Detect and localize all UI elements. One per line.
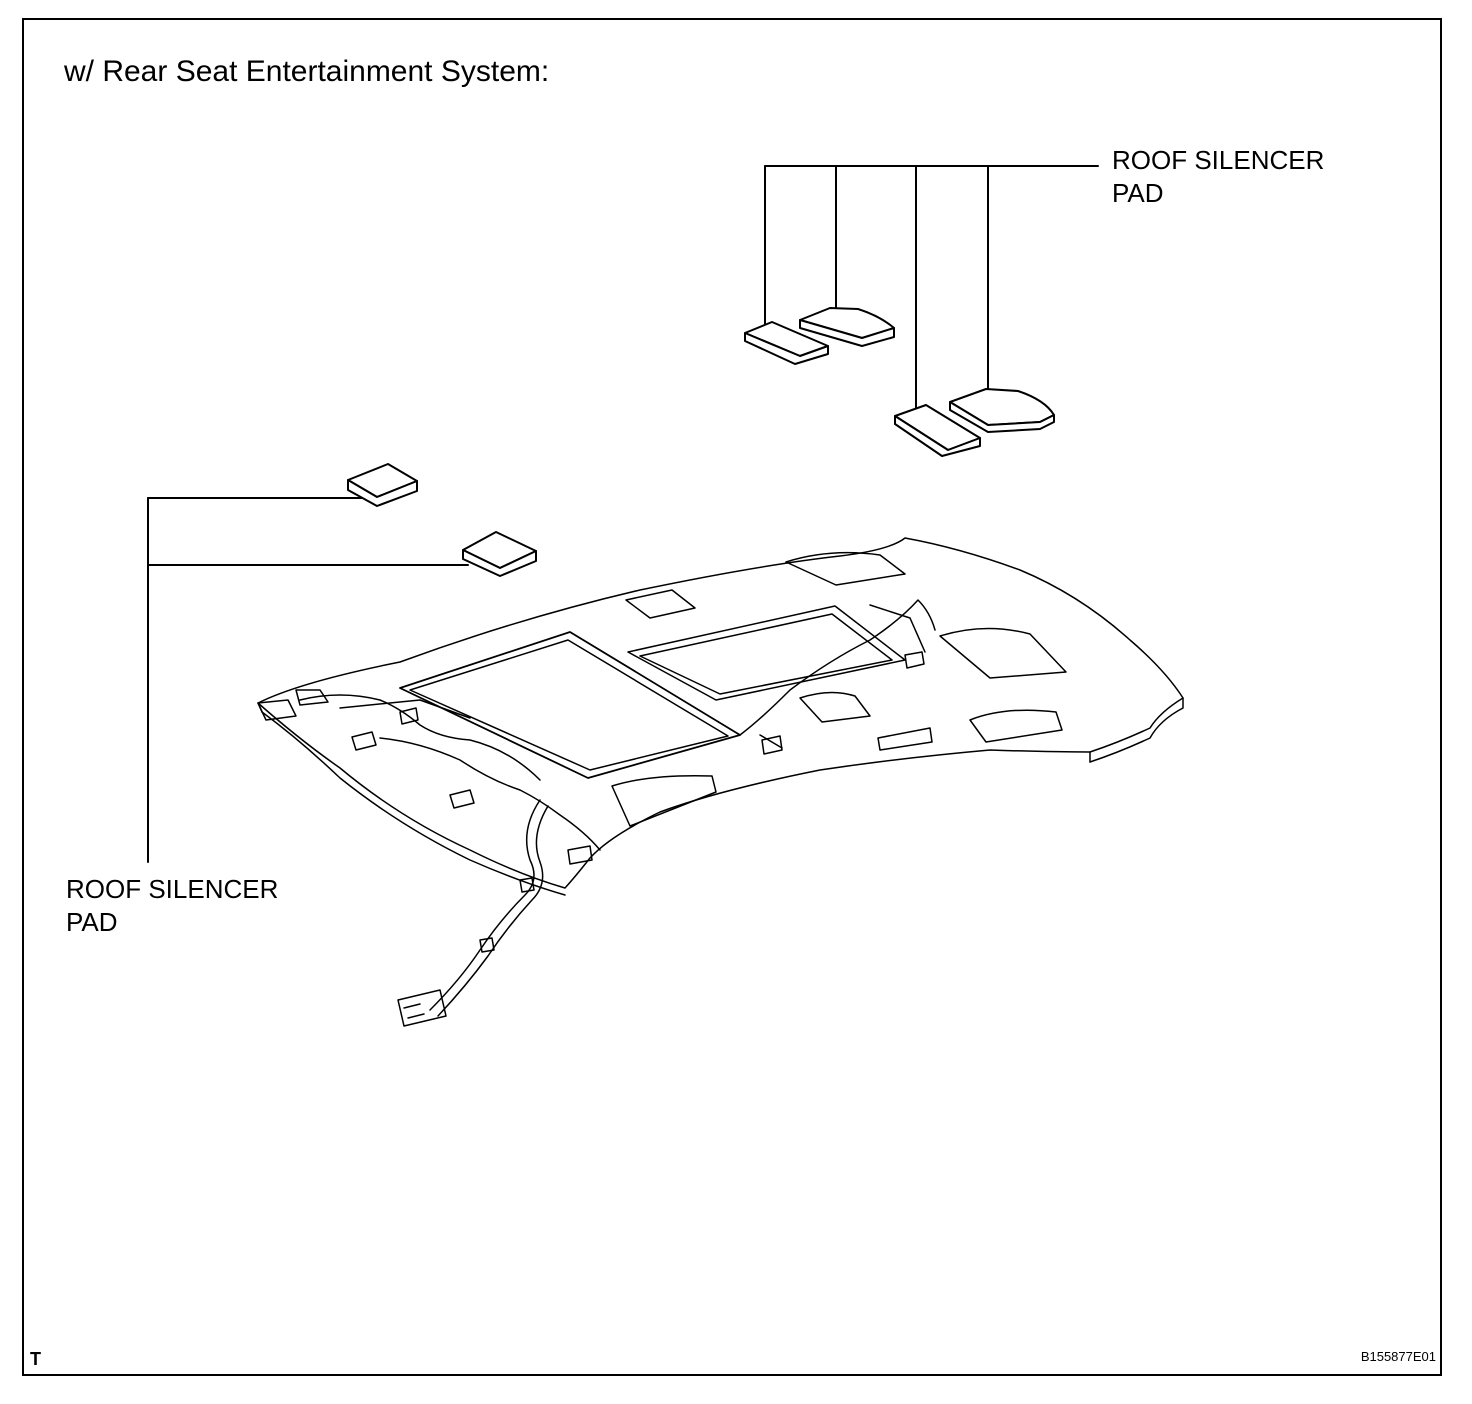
silencer-pad-strip-rear: [895, 405, 980, 456]
callout-lower-line1: ROOF SILENCER: [66, 874, 279, 904]
diagram-title: w/ Rear Seat Entertainment System:: [64, 55, 550, 88]
silencer-pad-shaped-rear: [950, 389, 1054, 432]
diagram-frame: [22, 18, 1442, 1376]
callout-lower-line2: PAD: [66, 907, 118, 937]
figure-id: B155877E01: [1360, 1349, 1436, 1364]
silencer-pad-small-lower: [463, 532, 536, 576]
silencer-pad-small-upper: [348, 464, 417, 506]
silencer-pad-shaped-front: [800, 308, 894, 346]
callout-upper-line1: ROOF SILENCER: [1112, 145, 1325, 175]
leader-lines-upper: [765, 166, 1098, 408]
callout-roof-silencer-pad-upper: ROOF SILENCER PAD: [1112, 144, 1324, 210]
corner-mark: T: [30, 1349, 41, 1369]
leader-lines-lower: [148, 498, 468, 862]
callout-upper-line2: PAD: [1112, 178, 1164, 208]
silencer-pad-strip-front: [745, 322, 828, 364]
callout-roof-silencer-pad-lower: ROOF SILENCER PAD: [66, 873, 278, 939]
roof-headliner: [258, 538, 1183, 1026]
